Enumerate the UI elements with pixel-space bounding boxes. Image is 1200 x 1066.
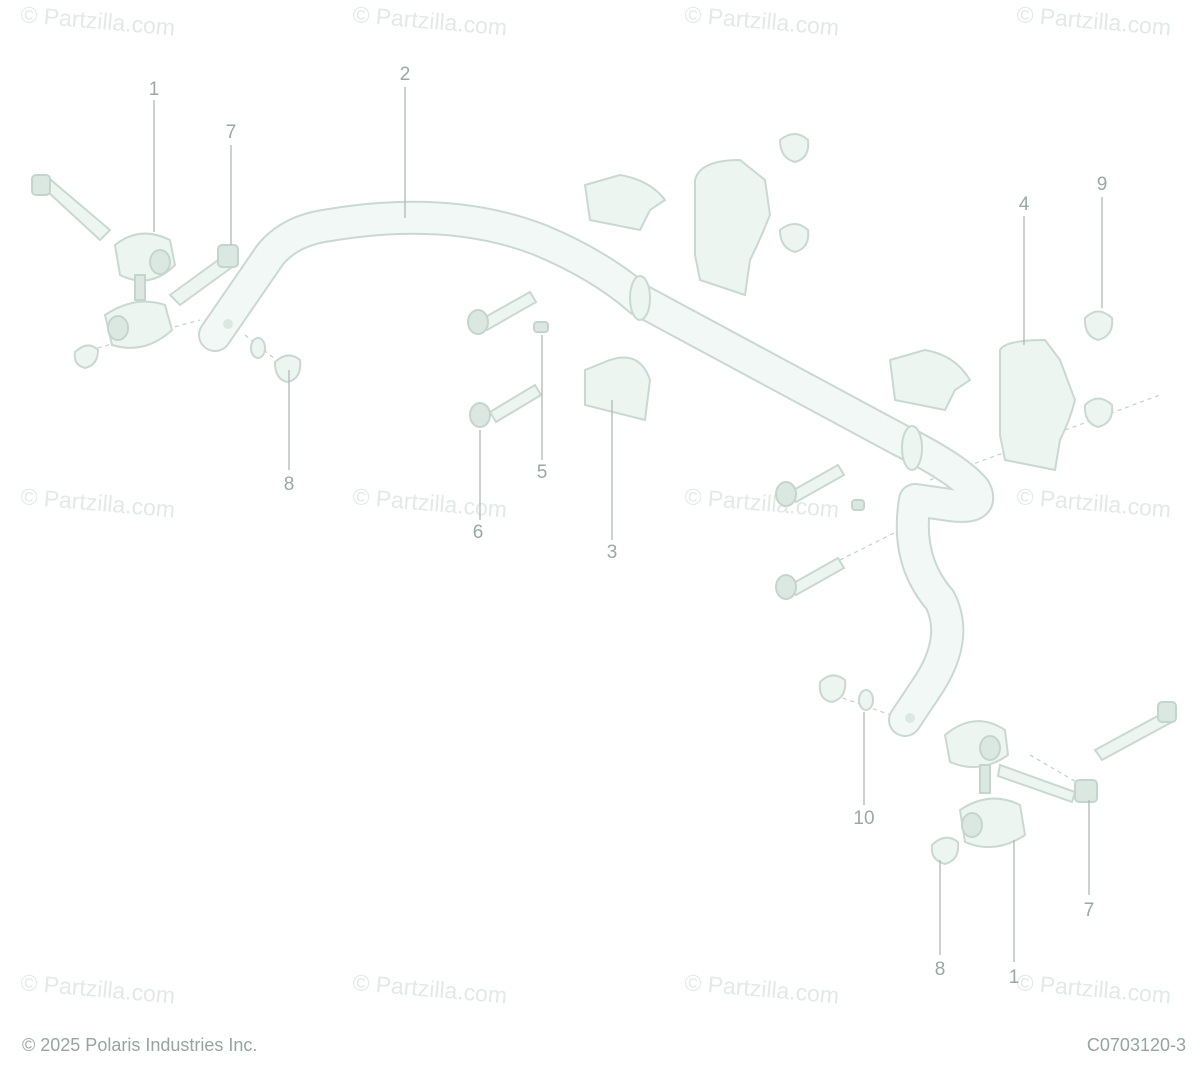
bushings-clamps — [583, 158, 1077, 472]
stabilizer-bar — [198, 200, 995, 737]
copyright-notice: © 2025 Polaris Industries Inc. — [22, 1035, 258, 1055]
callout-7: 7 — [226, 122, 237, 143]
watermark: © Partzilla.com — [352, 1, 509, 40]
callouts: 1 2 7 9 4 8 5 6 3 10 7 8 1 — [149, 64, 1108, 988]
watermark: © Partzilla.com — [20, 1, 177, 40]
flange-nuts — [778, 133, 1114, 429]
watermark: © Partzilla.com — [1016, 969, 1173, 1008]
watermark: © Partzilla.com — [684, 969, 841, 1008]
callout-4: 4 — [1019, 194, 1030, 215]
watermarks: © Partzilla.com © Partzilla.com © Partzi… — [20, 1, 1173, 1008]
left-link-assembly — [31, 173, 239, 370]
watermark: © Partzilla.com — [1016, 1, 1173, 40]
watermark: © Partzilla.com — [684, 1, 841, 40]
callout-1: 1 — [149, 79, 160, 100]
bolts-fittings — [467, 290, 865, 600]
watermark: © Partzilla.com — [20, 969, 177, 1008]
watermark: © Partzilla.com — [352, 969, 509, 1008]
callout-3: 3 — [607, 542, 618, 563]
watermark: © Partzilla.com — [20, 483, 177, 522]
callout-1: 1 — [1009, 967, 1020, 988]
callout-8: 8 — [284, 474, 295, 495]
leader-lines — [153, 87, 1103, 962]
right-link-assembly — [818, 674, 1177, 866]
watermark: © Partzilla.com — [1016, 483, 1173, 522]
left-washer-nut — [250, 337, 302, 384]
diagram-code: C0703120-3 — [1086, 1035, 1186, 1055]
watermark: © Partzilla.com — [352, 483, 509, 522]
callout-6: 6 — [473, 522, 484, 543]
callout-2: 2 — [400, 64, 411, 85]
callout-7: 7 — [1084, 900, 1095, 921]
callout-10: 10 — [853, 808, 874, 829]
callout-5: 5 — [537, 462, 548, 483]
callout-8: 8 — [935, 959, 946, 980]
callout-9: 9 — [1097, 174, 1108, 195]
